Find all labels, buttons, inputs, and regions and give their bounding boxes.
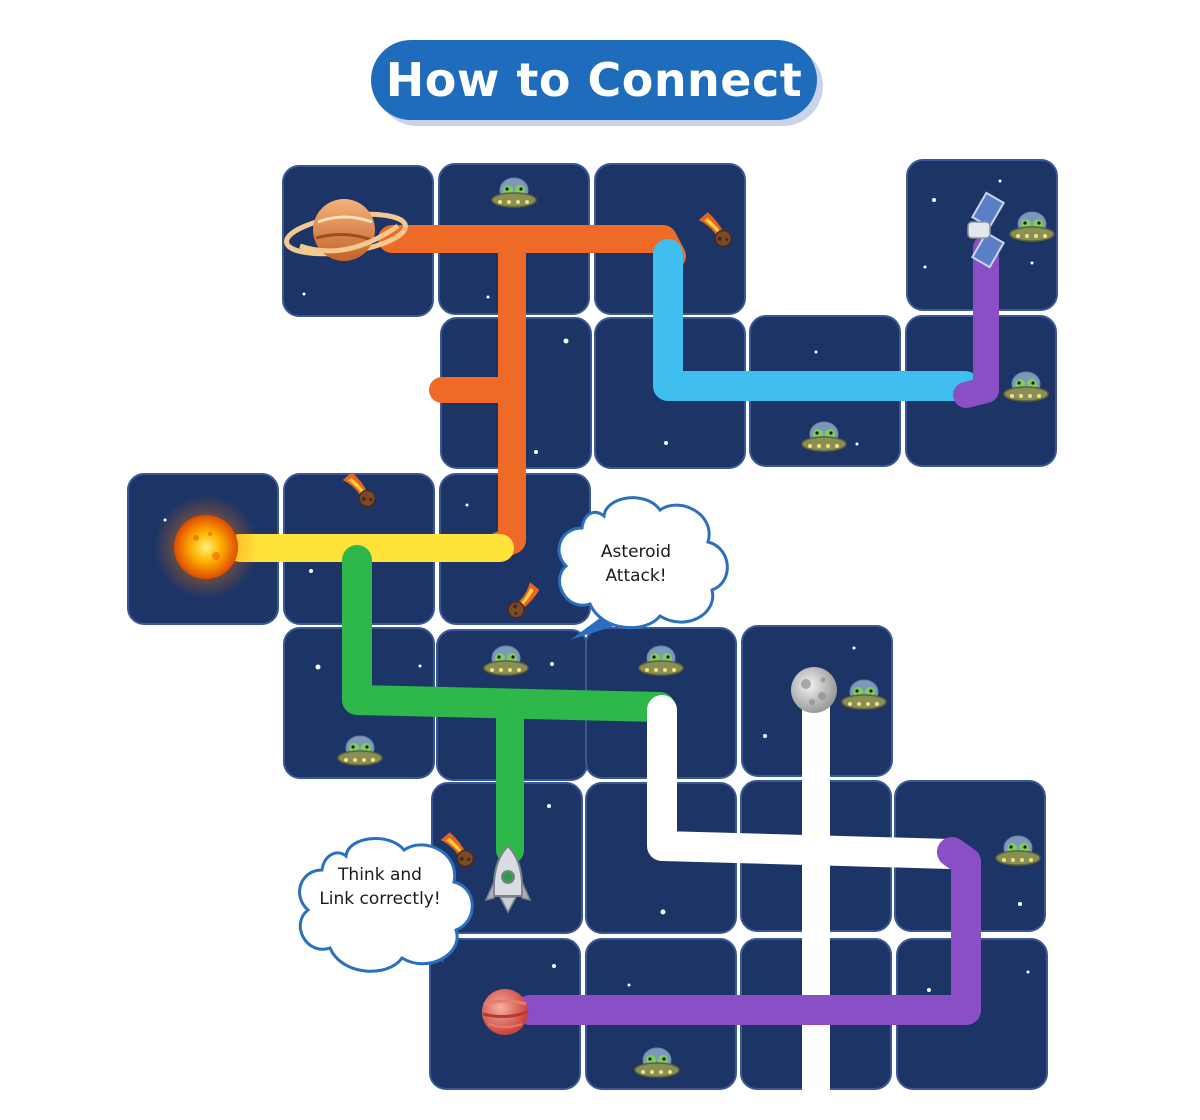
- asteroid-callout-text: Asteroid Attack!: [576, 540, 696, 588]
- think-callout: [298, 837, 474, 973]
- asteroid-callout: [557, 496, 729, 640]
- ufo-alien-icon: [995, 835, 1041, 866]
- star-field: [163, 179, 1034, 992]
- satellite-icon: [967, 191, 1006, 269]
- callout-line: Asteroid: [600, 542, 672, 562]
- sun-icon: [154, 495, 258, 599]
- page-title: How to Connect: [385, 53, 803, 107]
- callout-line: Attack!: [605, 566, 667, 586]
- ufo-alien-icon: [634, 1047, 680, 1078]
- ufo-alien-icon: [483, 645, 529, 676]
- path-blue: [653, 239, 980, 401]
- path-purple: [515, 235, 999, 1025]
- callout-line: Link correctly!: [319, 889, 441, 909]
- think-callout-text: Think and Link correctly!: [310, 863, 450, 911]
- callout-line: Think and: [338, 865, 422, 885]
- ufo-alien-icon: [337, 735, 383, 766]
- ufo-alien-icon: [801, 421, 847, 452]
- saturn-icon: [284, 199, 408, 261]
- moon-icon: [791, 667, 837, 713]
- ufo-alien-icon: [841, 679, 887, 710]
- title-banner: How to Connect: [371, 40, 817, 120]
- ufo-alien-icon: [1009, 211, 1055, 242]
- asteroid-icon: [342, 472, 377, 508]
- ufo-alien-icon: [638, 645, 684, 676]
- ufo-alien-icon: [491, 177, 537, 208]
- asteroid-icon: [698, 212, 733, 248]
- path-green: [342, 545, 675, 864]
- asteroid-icon: [507, 582, 540, 619]
- asteroid-icon: [440, 832, 475, 868]
- rocket-icon: [484, 844, 532, 914]
- ufo-alien-icon: [1003, 371, 1049, 402]
- mars-icon: [482, 989, 529, 1035]
